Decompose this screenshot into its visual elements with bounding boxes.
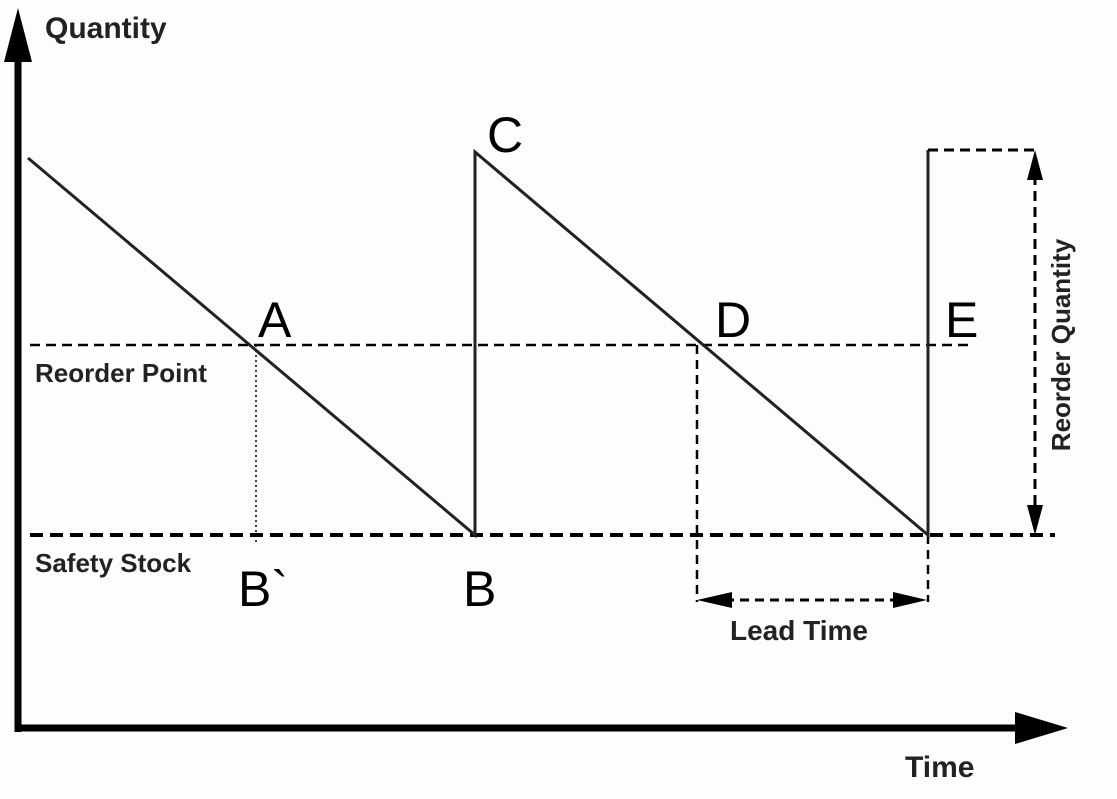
point-e-label: E (945, 292, 978, 348)
point-b-prime-label: B` (238, 561, 288, 617)
lead-time-label: Lead Time (730, 615, 868, 646)
x-axis (15, 712, 1068, 744)
safety-stock-label: Safety Stock (35, 548, 192, 578)
arrow-right-icon (893, 592, 927, 608)
x-axis-label: Time (905, 751, 974, 784)
y-axis-arrow-icon (4, 8, 32, 62)
point-d-label: D (715, 292, 751, 348)
x-axis-arrow-icon (1015, 712, 1068, 744)
reorder-quantity-label: Reorder Quantity (1046, 238, 1076, 451)
arrow-down-icon (1027, 505, 1043, 535)
point-b-label: B (463, 561, 496, 617)
arrow-left-icon (697, 592, 732, 608)
reorder-point-label: Reorder Point (35, 358, 207, 388)
arrow-up-icon (1027, 150, 1043, 180)
point-c-label: C (487, 107, 523, 163)
inventory-level-line (27, 148, 930, 539)
lead-time-arrow (697, 592, 927, 608)
y-axis-label: Quantity (45, 12, 167, 45)
point-a-label: A (258, 292, 292, 348)
y-axis (4, 8, 32, 732)
reorder-quantity-arrow (1027, 150, 1043, 535)
